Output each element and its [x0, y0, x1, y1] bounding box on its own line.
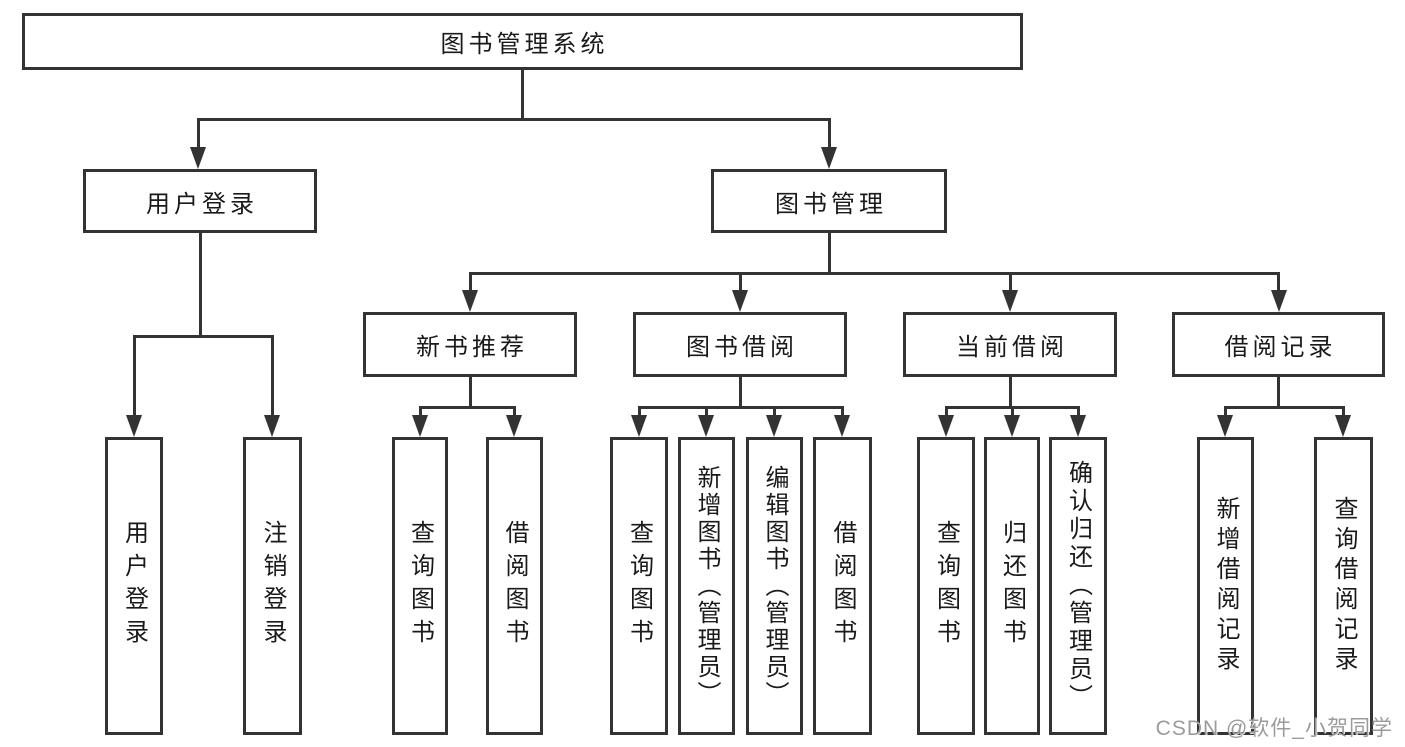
connector-level2-hline — [197, 118, 831, 121]
connector-book-management-stem — [828, 231, 831, 274]
leaf-bb-edit-book: 编辑图书（管理员） — [746, 437, 803, 735]
arrowhead-br-query — [1335, 415, 1351, 437]
connector-arrow-shaft-leaf-logout — [271, 335, 274, 417]
connector-arrow-shaft-user-login — [197, 118, 200, 150]
leaf-br-add-record: 新增借阅记录 — [1197, 437, 1254, 735]
connector-arrow-shaft-bb-query — [638, 406, 641, 417]
connector-arrow-shaft-br-add — [1224, 406, 1227, 417]
node-user-login-label: 用户登录 — [146, 190, 258, 218]
leaf-nbr-query-book-label: 查询图书 — [406, 520, 434, 652]
leaf-cb-return-book: 归还图书 — [984, 437, 1040, 735]
connector-root-stem — [521, 68, 524, 120]
connector-arrow-shaft-br-query — [1342, 406, 1345, 417]
connector-arrow-shaft-borrow-records — [1277, 272, 1280, 292]
leaf-bb-add-book: 新增图书（管理员） — [678, 437, 735, 735]
connector-book-borrow-hline — [638, 406, 844, 409]
node-root-label: 图书管理系统 — [440, 31, 609, 58]
connector-arrow-shaft-bb-add — [705, 406, 708, 417]
leaf-nbr-borrow-book: 借阅图书 — [486, 437, 543, 735]
connector-new-book-recommend-hline — [419, 406, 516, 409]
connector-new-book-recommend-stem — [469, 375, 472, 408]
connector-arrow-shaft-cb-confirm — [1077, 406, 1080, 417]
node-borrow-records-label: 借阅记录 — [1224, 334, 1337, 361]
connector-borrow-records-hline — [1224, 406, 1345, 409]
arrowhead-user-login — [190, 147, 206, 169]
connector-arrow-shaft-nbr-query — [419, 406, 422, 417]
arrowhead-book-borrow — [732, 290, 748, 312]
arrowhead-br-add — [1217, 415, 1233, 437]
connector-arrow-shaft-current-borrow — [1009, 272, 1012, 292]
connector-level3-hline — [469, 272, 1280, 275]
arrowhead-current-borrow — [1002, 290, 1018, 312]
leaf-cb-return-book-label: 归还图书 — [998, 520, 1026, 652]
leaf-bb-borrow-book-label: 借阅图书 — [829, 520, 856, 652]
leaf-cb-query-book: 查询图书 — [917, 437, 975, 735]
connector-arrow-shaft-bb-borrow — [841, 406, 844, 417]
arrowhead-leaf-logout — [264, 415, 280, 437]
connector-user-login-hline — [133, 335, 274, 338]
node-book-borrow: 图书借阅 — [633, 312, 847, 377]
leaf-cb-confirm-return-label: 确认归还（管理员） — [1064, 460, 1092, 712]
connector-user-login-stem — [199, 231, 202, 337]
leaf-br-add-record-label: 新增借阅记录 — [1212, 496, 1239, 676]
connector-arrow-shaft-leaf-login — [133, 335, 136, 417]
connector-arrow-shaft-cb-query — [945, 406, 948, 417]
connector-arrow-shaft-book-borrow — [739, 272, 742, 292]
leaf-nbr-borrow-book-label: 借阅图书 — [501, 520, 528, 652]
node-book-borrow-label: 图书借阅 — [686, 334, 798, 361]
node-current-borrow-label: 当前借阅 — [956, 334, 1068, 361]
arrowhead-bb-edit — [766, 415, 782, 437]
connector-arrow-shaft-cb-return — [1011, 406, 1014, 417]
arrowhead-bb-borrow — [834, 415, 850, 437]
connector-current-borrow-stem — [1009, 375, 1012, 408]
connector-arrow-shaft-book-management — [828, 118, 831, 150]
leaf-cb-query-book-label: 查询图书 — [932, 520, 960, 652]
connector-borrow-records-stem — [1277, 375, 1280, 408]
leaf-br-query-record-label: 查询借阅记录 — [1330, 496, 1357, 676]
node-borrow-records: 借阅记录 — [1172, 312, 1385, 377]
watermark: CSDN @软件_小贺同学 — [1155, 717, 1393, 740]
leaf-user-login-label: 用户登录 — [120, 520, 148, 652]
node-user-login: 用户登录 — [83, 169, 317, 233]
arrowhead-cb-query — [938, 415, 954, 437]
connector-book-borrow-stem — [739, 375, 742, 408]
leaf-cb-confirm-return: 确认归还（管理员） — [1049, 437, 1107, 735]
leaf-logout-label: 注销登录 — [259, 520, 286, 652]
arrowhead-bb-add — [698, 415, 714, 437]
connector-arrow-shaft-bb-edit — [773, 406, 776, 417]
leaf-br-query-record: 查询借阅记录 — [1314, 437, 1373, 735]
leaf-bb-add-book-label: 新增图书（管理员） — [693, 464, 720, 708]
node-book-management-label: 图书管理 — [775, 190, 887, 218]
node-new-book-recommend-label: 新书推荐 — [416, 334, 528, 361]
arrowhead-leaf-login — [126, 415, 142, 437]
node-new-book-recommend: 新书推荐 — [363, 312, 577, 377]
leaf-nbr-query-book: 查询图书 — [392, 437, 448, 735]
leaf-user-login: 用户登录 — [105, 437, 163, 735]
arrowhead-borrow-records — [1271, 290, 1287, 312]
arrowhead-bb-query — [631, 415, 647, 437]
leaf-bb-query-book-label: 查询图书 — [625, 520, 653, 652]
connector-arrow-shaft-new-book-recommend — [469, 272, 472, 292]
arrowhead-cb-confirm — [1070, 415, 1086, 437]
leaf-bb-edit-book-label: 编辑图书（管理员） — [761, 464, 788, 708]
arrowhead-book-management — [821, 147, 837, 169]
leaf-bb-borrow-book: 借阅图书 — [813, 437, 872, 735]
arrowhead-nbr-borrow — [506, 415, 522, 437]
arrowhead-new-book-recommend — [462, 290, 478, 312]
leaf-bb-query-book: 查询图书 — [610, 437, 668, 735]
node-root: 图书管理系统 — [22, 13, 1023, 70]
arrowhead-cb-return — [1004, 415, 1020, 437]
connector-arrow-shaft-nbr-borrow — [513, 406, 516, 417]
arrowhead-nbr-query — [412, 415, 428, 437]
node-book-management: 图书管理 — [711, 169, 947, 233]
node-current-borrow: 当前借阅 — [903, 312, 1117, 377]
leaf-logout: 注销登录 — [243, 437, 302, 735]
